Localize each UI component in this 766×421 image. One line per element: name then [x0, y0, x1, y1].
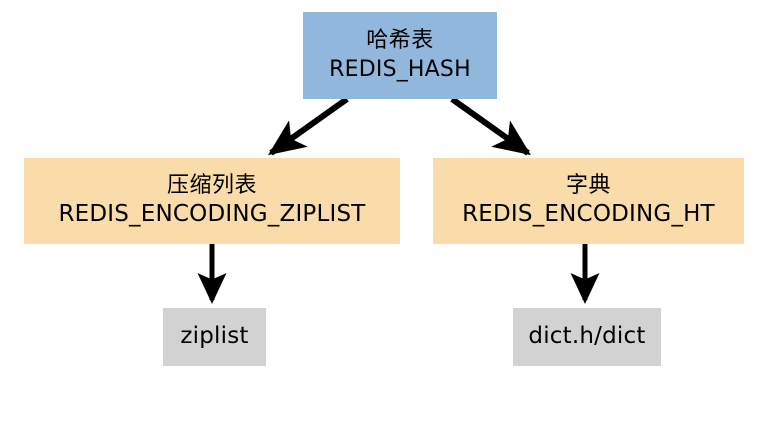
node-hash-constant: REDIS_HASH — [329, 56, 471, 82]
node-ht-encoding-title: 字典 — [565, 173, 611, 199]
node-dict-impl-label: dict.h/dict — [528, 323, 646, 350]
node-hash-title: 哈希表 — [366, 28, 434, 54]
node-ziplist-encoding-constant: REDIS_ENCODING_ZIPLIST — [58, 201, 366, 228]
node-ziplist-impl-label: ziplist — [180, 323, 249, 350]
node-ht-encoding-constant: REDIS_ENCODING_HT — [462, 201, 715, 228]
node-ziplist-encoding: 压缩列表 REDIS_ENCODING_ZIPLIST — [24, 158, 400, 244]
node-ziplist-encoding-title: 压缩列表 — [166, 173, 257, 199]
node-ht-encoding: 字典 REDIS_ENCODING_HT — [433, 158, 744, 244]
edge-hash-to-ht-encoding — [450, 96, 531, 156]
node-dict-impl: dict.h/dict — [513, 308, 661, 366]
node-hash: 哈希表 REDIS_HASH — [303, 12, 497, 99]
node-ziplist-impl: ziplist — [163, 308, 266, 366]
edge-hash-to-ziplist-encoding — [268, 96, 349, 156]
